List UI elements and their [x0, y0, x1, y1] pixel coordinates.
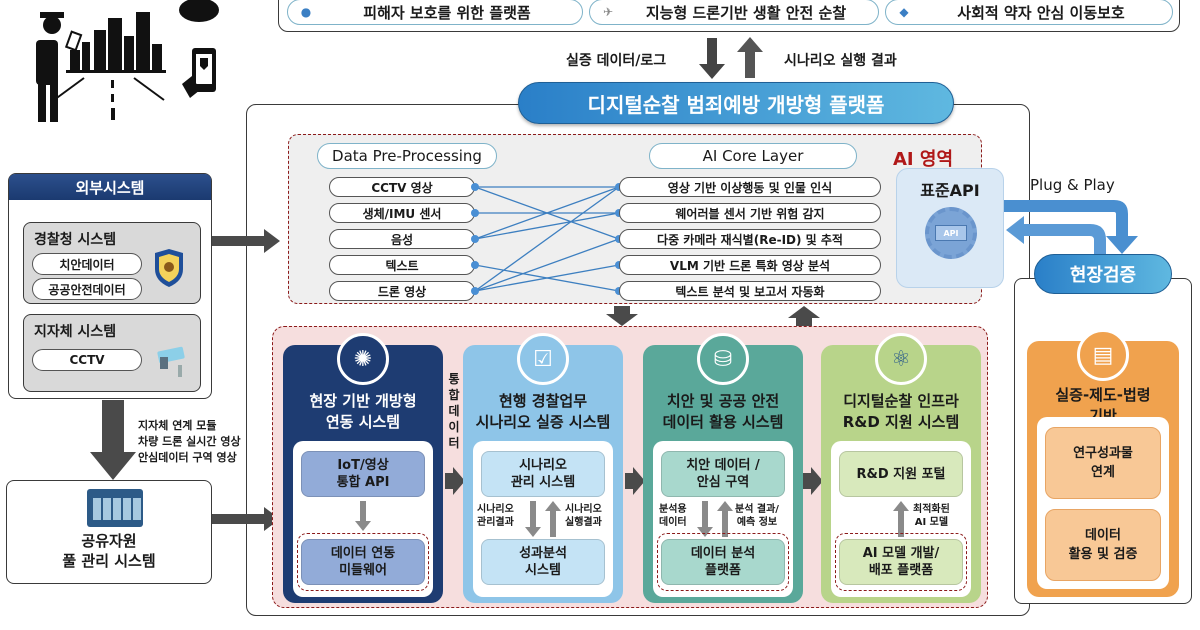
public-safety-data-item[interactable]: 치안데이터 — [32, 253, 142, 275]
report-document-icon: ▤ — [1077, 329, 1129, 381]
drone-patrol-platform[interactable]: ✈ 지능형 드론기반 생활 안전 순찰 — [589, 0, 879, 25]
shield-check-icon: ◆ — [899, 5, 909, 19]
arrow-down-icon — [697, 501, 713, 537]
checklist-icon: ☑ — [517, 333, 569, 385]
arrow-right-icon — [212, 229, 280, 253]
rnd-portal-box[interactable]: R&D 지원 포털 — [839, 451, 963, 497]
arrow-up-icon — [717, 501, 733, 537]
source-drone-video[interactable]: 드론 영상 — [329, 281, 475, 301]
vulnerable-escort-platform[interactable]: ◆ 사회적 약자 안심 이동보호 — [885, 0, 1173, 25]
external-systems-title: 외부시스템 — [9, 174, 211, 200]
ai-function-reid-tracking[interactable]: 다중 카메라 재식별(Re-ID) 및 추적 — [619, 229, 881, 249]
ai-function-behavior-recognition[interactable]: 영상 기반 이상행동 및 인물 인식 — [619, 177, 881, 197]
arrow-down-icon — [355, 501, 371, 531]
arrow-right-icon — [212, 507, 280, 531]
cctv-item[interactable]: CCTV — [32, 349, 142, 371]
server-rack-icon — [87, 489, 143, 527]
drone-icon: ✈ — [602, 5, 614, 19]
arrow-up-icon — [893, 501, 909, 537]
police-badge-icon — [155, 249, 183, 287]
external-systems-panel: 외부시스템 경찰청 시스템 치안데이터 공공안전데이터 지자체 시스템 CCTV — [8, 173, 212, 399]
location-pin-icon: ● — [300, 5, 312, 19]
standard-api-box[interactable]: 표준API API — [896, 168, 1004, 288]
ai-core-header: AI Core Layer — [649, 143, 857, 169]
public-security-data-item[interactable]: 공공안전데이터 — [32, 278, 142, 300]
arrow-right-icon — [445, 467, 465, 495]
police-system-group: 경찰청 시스템 치안데이터 공공안전데이터 — [23, 222, 201, 304]
source-cctv[interactable]: CCTV 영상 — [329, 177, 475, 197]
top-application-banner: ● 피해자 보호를 위한 플랫폼 ✈ 지능형 드론기반 생활 안전 순찰 ◆ 사… — [278, 0, 1180, 32]
down-arrow-icon — [699, 38, 725, 79]
database-icon: ⛁ — [697, 333, 749, 385]
arrow-up-icon — [545, 501, 561, 537]
safety-data-zone-box[interactable]: 치안 데이터 /안심 구역 — [661, 451, 785, 497]
cctv-camera-icon — [157, 346, 185, 377]
ai-function-wearable-risk[interactable]: 웨어러블 센서 기반 위험 감지 — [619, 203, 881, 223]
up-flow-label: 시나리오 실행 결과 — [784, 53, 897, 69]
network-hub-icon: ✺ — [337, 333, 389, 385]
ai-zone-label: AI 영역 — [893, 149, 954, 170]
source-audio[interactable]: 음성 — [329, 229, 475, 249]
police-city-illustration — [36, 0, 219, 122]
arrow-down-icon — [606, 306, 638, 326]
up-arrow-icon — [737, 37, 763, 78]
standard-api-title: 표준API — [920, 181, 980, 200]
victim-protection-platform[interactable]: ● 피해자 보호를 위한 플랫폼 — [287, 0, 583, 25]
platform-title: 디지털순찰 범죄예방 개방형 플랫폼 — [518, 82, 954, 124]
arrow-down-icon — [90, 400, 136, 480]
plug-play-arrows — [1004, 200, 1138, 258]
ai-function-text-report[interactable]: 텍스트 분석 및 보고서 자동화 — [619, 281, 881, 301]
arrow-down-icon — [525, 501, 541, 537]
preprocessing-header: Data Pre-Processing — [317, 143, 497, 169]
ai-zone: Data Pre-Processing AI Core Layer AI 영역 … — [288, 134, 982, 304]
field-verification-title: 현장검증 — [1034, 254, 1172, 294]
source-biometric-imu[interactable]: 생체/IMU 센서 — [329, 203, 475, 223]
ai-function-vlm-drone[interactable]: VLM 기반 드론 특화 영상 분석 — [619, 255, 881, 275]
source-text[interactable]: 텍스트 — [329, 255, 475, 275]
down-flow-label: 실증 데이터/로그 — [566, 53, 667, 69]
local-gov-system-group: 지자체 시스템 CCTV — [23, 314, 201, 392]
arrow-right-icon — [625, 467, 645, 495]
atom-icon: ⚛ — [875, 333, 927, 385]
api-chip-icon: API — [935, 225, 967, 241]
arrow-right-icon — [803, 467, 823, 495]
plug-and-play-label: Plug & Play — [1030, 176, 1115, 194]
arrow-up-icon — [788, 306, 820, 326]
ai-model-platform-box[interactable]: AI 모델 개발/배포 플랫폼 — [839, 539, 963, 585]
